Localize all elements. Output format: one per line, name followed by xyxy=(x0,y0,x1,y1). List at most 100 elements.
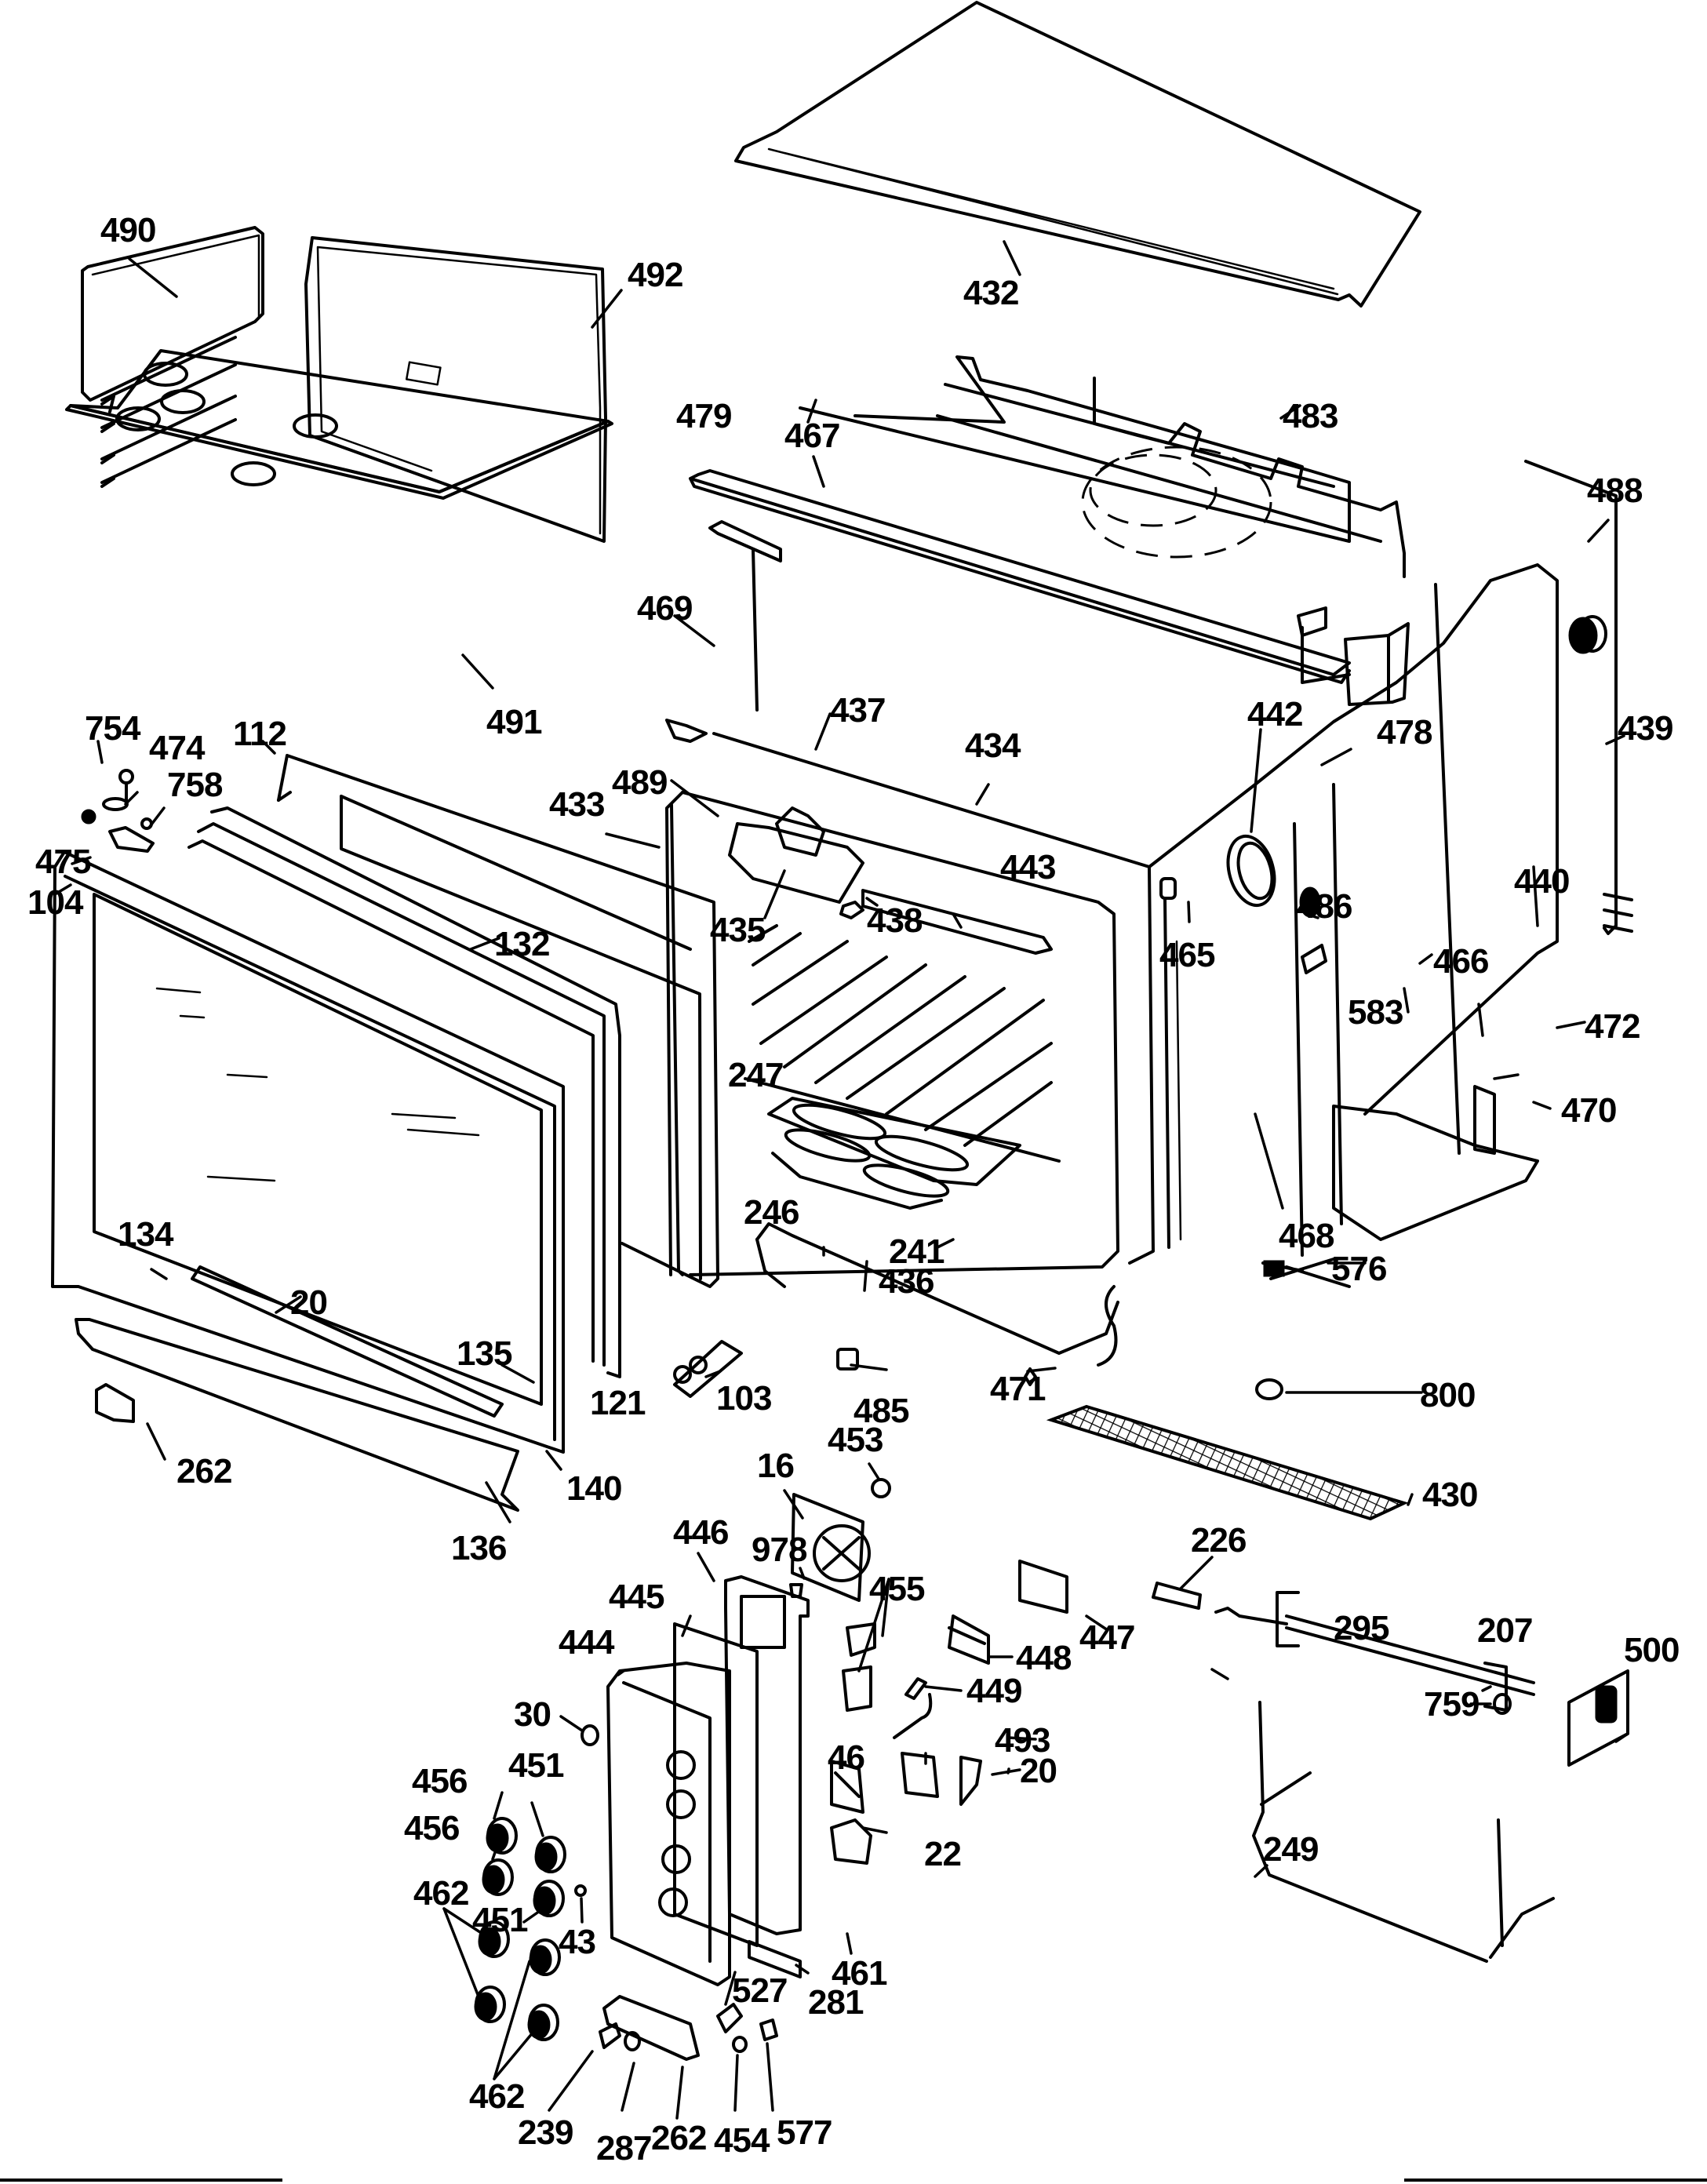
callout-470: 470 xyxy=(1561,1091,1616,1130)
callout-455: 455 xyxy=(869,1570,925,1608)
oven-control-switch-461 xyxy=(830,1818,872,1865)
outer-door-frame-140 xyxy=(51,850,565,1454)
side-rack-support-490 xyxy=(81,226,264,488)
callout-104: 104 xyxy=(27,883,84,922)
callout-456-top: 456 xyxy=(412,1762,467,1800)
junction-box-440 xyxy=(1344,622,1410,706)
callout-490: 490 xyxy=(100,211,155,249)
callout-446: 446 xyxy=(673,1513,728,1552)
callout-759: 759 xyxy=(1424,1685,1479,1724)
callout-112: 112 xyxy=(233,715,286,753)
callout-468: 468 xyxy=(1279,1217,1334,1255)
thumb-screw-759 xyxy=(1493,1693,1512,1715)
callout-472: 472 xyxy=(1585,1007,1640,1046)
hinge-bracket-103 xyxy=(673,1340,743,1398)
callout-134: 134 xyxy=(118,1215,174,1254)
relay-bracket-22 xyxy=(830,1760,864,1814)
callout-453: 453 xyxy=(828,1421,883,1459)
callout-442: 442 xyxy=(1247,695,1302,733)
callout-226: 226 xyxy=(1191,1521,1246,1560)
callout-576: 576 xyxy=(1331,1250,1386,1288)
back-liner-panel-492 xyxy=(304,236,607,543)
callout-451-bottom: 451 xyxy=(472,1901,528,1939)
receptacle-439 xyxy=(1568,615,1607,654)
callout-246: 246 xyxy=(744,1193,799,1232)
door-handle-end-cap-262 xyxy=(95,1383,135,1423)
clip-577 xyxy=(759,2018,778,2041)
anti-tip-bracket-576 xyxy=(1261,1258,1351,1288)
callout-491: 491 xyxy=(486,703,542,741)
door-handle-136 xyxy=(75,1318,519,1512)
callout-462-bottom: 462 xyxy=(469,2077,524,2116)
callout-262-control: 262 xyxy=(651,2119,706,2157)
vent-bracket-469 xyxy=(665,520,782,743)
thermal-cutout-583 xyxy=(1301,944,1327,974)
terminal-block-478 xyxy=(1297,606,1327,637)
callout-488: 488 xyxy=(1587,471,1643,510)
callout-262-door: 262 xyxy=(177,1452,231,1491)
callout-440: 440 xyxy=(1514,862,1569,901)
grommet-800 xyxy=(1255,1378,1283,1400)
callout-492: 492 xyxy=(628,256,682,294)
lamp-socket-527 xyxy=(716,2003,743,2033)
callout-800: 800 xyxy=(1420,1376,1475,1414)
control-knobs xyxy=(474,1817,566,2041)
callout-121: 121 xyxy=(590,1384,646,1422)
oven-cavity xyxy=(665,791,1119,1367)
callout-754: 754 xyxy=(85,709,141,748)
bottom-liner-panel-491 xyxy=(65,349,613,500)
oven-cabinet-body xyxy=(712,563,1559,1265)
callout-577: 577 xyxy=(777,2113,832,2152)
light-switch-465 xyxy=(1159,877,1177,900)
callout-583: 583 xyxy=(1348,993,1403,1032)
back-panel-488 xyxy=(1524,460,1633,935)
callout-46: 46 xyxy=(828,1738,864,1777)
callout-132: 132 xyxy=(494,925,549,963)
callout-281: 281 xyxy=(808,1983,864,2022)
callout-239: 239 xyxy=(518,2113,573,2152)
callout-16: 16 xyxy=(757,1447,794,1485)
control-end-cap-262 xyxy=(602,1995,700,2061)
callout-20-thermostat: 20 xyxy=(1020,1752,1057,1790)
spit-handle-226 xyxy=(1152,1582,1202,1610)
rotisserie-motor-500 xyxy=(1567,1669,1629,1767)
callout-471: 471 xyxy=(990,1370,1046,1408)
panel-fastener-978 xyxy=(789,1583,803,1598)
callout-22: 22 xyxy=(924,1835,961,1873)
callout-140: 140 xyxy=(566,1469,621,1508)
callout-438: 438 xyxy=(867,901,923,940)
callout-444: 444 xyxy=(559,1623,615,1662)
callout-978: 978 xyxy=(752,1531,807,1569)
grease-filter-430 xyxy=(1046,1404,1409,1521)
callout-247: 247 xyxy=(728,1056,783,1094)
light-lens-30 xyxy=(581,1724,599,1746)
latch-hardware xyxy=(81,769,153,830)
callout-493: 493 xyxy=(995,1721,1050,1760)
clock-timer-16 xyxy=(791,1493,871,1602)
control-panel-bracket-446 xyxy=(724,1575,810,1935)
callout-135: 135 xyxy=(457,1334,512,1373)
callout-136: 136 xyxy=(451,1529,506,1567)
light-socket-ring-442 xyxy=(1226,834,1276,908)
control-panel-444 xyxy=(606,1662,731,1986)
callout-465: 465 xyxy=(1159,936,1215,974)
callout-30: 30 xyxy=(514,1695,551,1734)
callout-445: 445 xyxy=(609,1578,664,1616)
callout-462-left: 462 xyxy=(413,1874,468,1913)
callout-485: 485 xyxy=(854,1392,909,1430)
spit-support-rack-249 xyxy=(1252,1701,1555,1963)
callout-20-door: 20 xyxy=(290,1283,327,1322)
rotisserie-spit-295 xyxy=(1214,1591,1535,1696)
rear-top-bracket-483 xyxy=(936,377,1406,578)
door-liner-121 xyxy=(187,806,621,1378)
door-insulation-132 xyxy=(340,795,702,1280)
callout-467: 467 xyxy=(784,417,839,455)
callout-437: 437 xyxy=(830,691,885,730)
callout-439: 439 xyxy=(1618,709,1672,748)
callout-478: 478 xyxy=(1377,713,1432,752)
callout-474: 474 xyxy=(149,729,206,767)
switch-bracket-448 xyxy=(948,1614,990,1665)
door-latch-104 xyxy=(108,826,155,853)
callout-461: 461 xyxy=(832,1954,887,1993)
